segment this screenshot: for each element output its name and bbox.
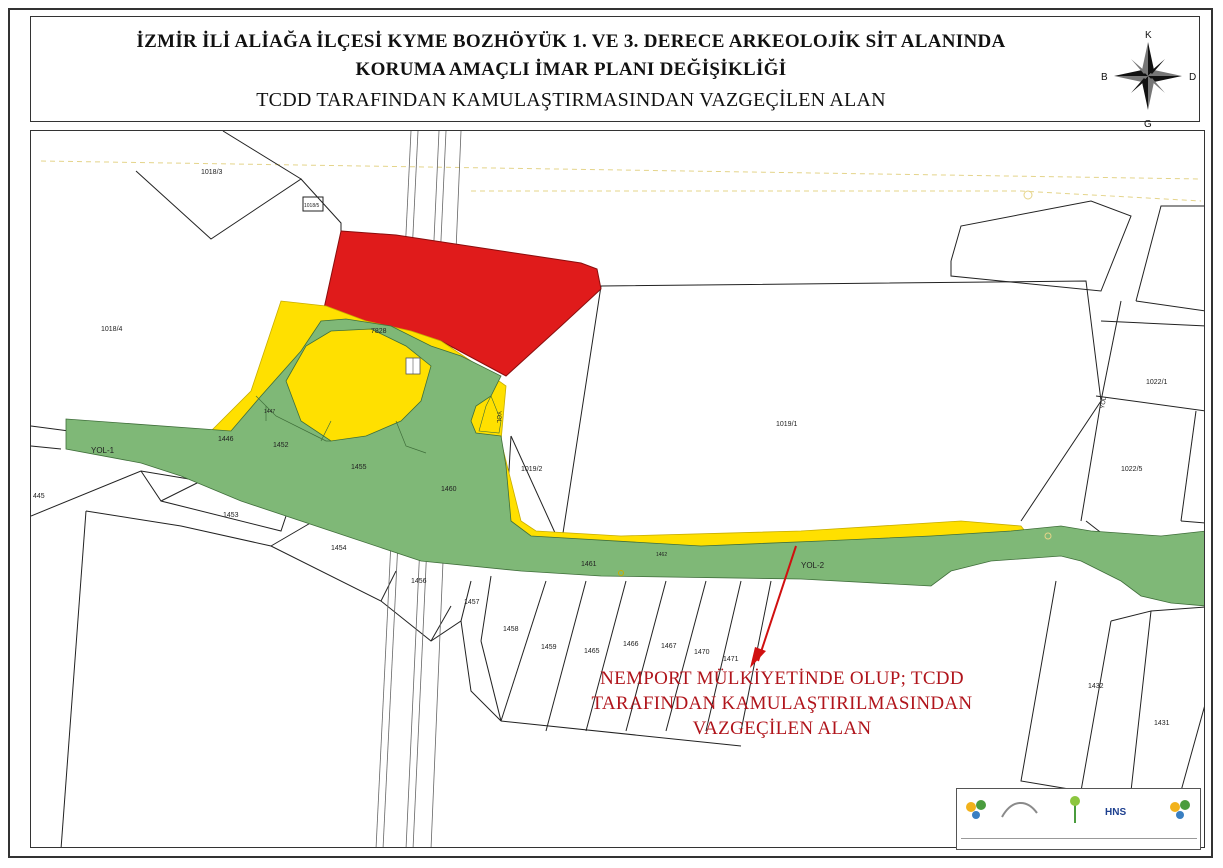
parcel-label: 1455 [351, 464, 367, 471]
map-area: 1018/3 1018/5 1018/4 7828 1019/1 1019/2 … [30, 130, 1205, 848]
parcel-label: 7828 [371, 328, 387, 335]
hns-logo: HNS [1105, 807, 1127, 818]
road-label-yol-vertical: YOL [1100, 396, 1108, 410]
parcel-label: 1432 [1088, 683, 1104, 690]
compass-south-label: G [1144, 119, 1152, 130]
title-line-1: İZMİR İLİ ALİAĞA İLÇESİ KYME BOZHÖYÜK 1.… [136, 31, 1006, 52]
parcel-label: 1466 [623, 641, 639, 648]
callout-line-2: TARAFINDAN KAMULAŞTIRILMASINDAN [591, 693, 973, 714]
road-label-yol-1: YOL-1 [91, 446, 115, 455]
parcel-label: 1453 [223, 512, 239, 519]
parcel-label: 1018/3 [201, 169, 223, 176]
logo-5-icon [1170, 800, 1190, 819]
logo-footer-strip [961, 838, 1197, 845]
parcel-label: 1019/2 [521, 466, 543, 473]
parcel-label: 1454 [331, 545, 347, 552]
parcel-label: 1018/5 [304, 203, 320, 209]
parcel-label: 1446 [218, 436, 234, 443]
parcel-label: 1458 [503, 626, 519, 633]
parcel-label: 1460 [441, 486, 457, 493]
parcel-label: 1459 [541, 644, 557, 651]
parcel-label: 1019/1 [776, 421, 798, 428]
parcel-label: 1447 [264, 409, 275, 415]
compass-east-label: D [1189, 72, 1196, 83]
parcel-label: 1471 [723, 656, 739, 663]
road-label-yol-2: YOL-2 [801, 561, 825, 570]
callout-line-3: VAZGEÇİLEN ALAN [692, 718, 872, 739]
logo-panel: HNS [956, 788, 1201, 850]
parcel-label: 1022/5 [1121, 466, 1143, 473]
compass-rose-icon: K G D B [1095, 26, 1205, 130]
parcel-label: 1022/1 [1146, 379, 1168, 386]
parcel-label: 1457 [464, 599, 480, 606]
road-label-yol-vertical: YOL [495, 411, 501, 424]
callout-text: NEMPORT MÜLKİYETİNDE OLUP; TCDD TARAFIND… [552, 666, 1012, 741]
compass-north-label: K [1145, 30, 1152, 41]
title-line-2: KORUMA AMAÇLI İMAR PLANI DEĞİŞİKLİĞİ [355, 59, 787, 80]
parcel-label: 1462 [656, 552, 667, 558]
parcel-label: 1452 [273, 442, 289, 449]
title-line-3: TCDD TARAFINDAN KAMULAŞTIRMASINDAN VAZGE… [256, 89, 886, 111]
logo-1-icon [966, 800, 986, 819]
logo-3-icon [1070, 796, 1080, 823]
parcel-label: 1465 [584, 648, 600, 655]
green-road-area [65, 318, 1204, 607]
title-block: İZMİR İLİ ALİAĞA İLÇESİ KYME BOZHÖYÜK 1.… [30, 16, 1200, 122]
parcel-label: 1470 [694, 649, 710, 656]
callout-line-1: NEMPORT MÜLKİYETİNDE OLUP; TCDD [600, 668, 964, 689]
parcel-label: 1431 [1154, 720, 1170, 727]
parcel-label: 1456 [411, 578, 427, 585]
parcel-label: 445 [33, 493, 45, 500]
compass-west-label: B [1101, 72, 1108, 83]
logo-2-icon [1001, 802, 1038, 818]
parcel-label: 1467 [661, 643, 677, 650]
parcel-label: 1018/4 [101, 326, 123, 333]
parcel-label: 1461 [581, 561, 597, 568]
